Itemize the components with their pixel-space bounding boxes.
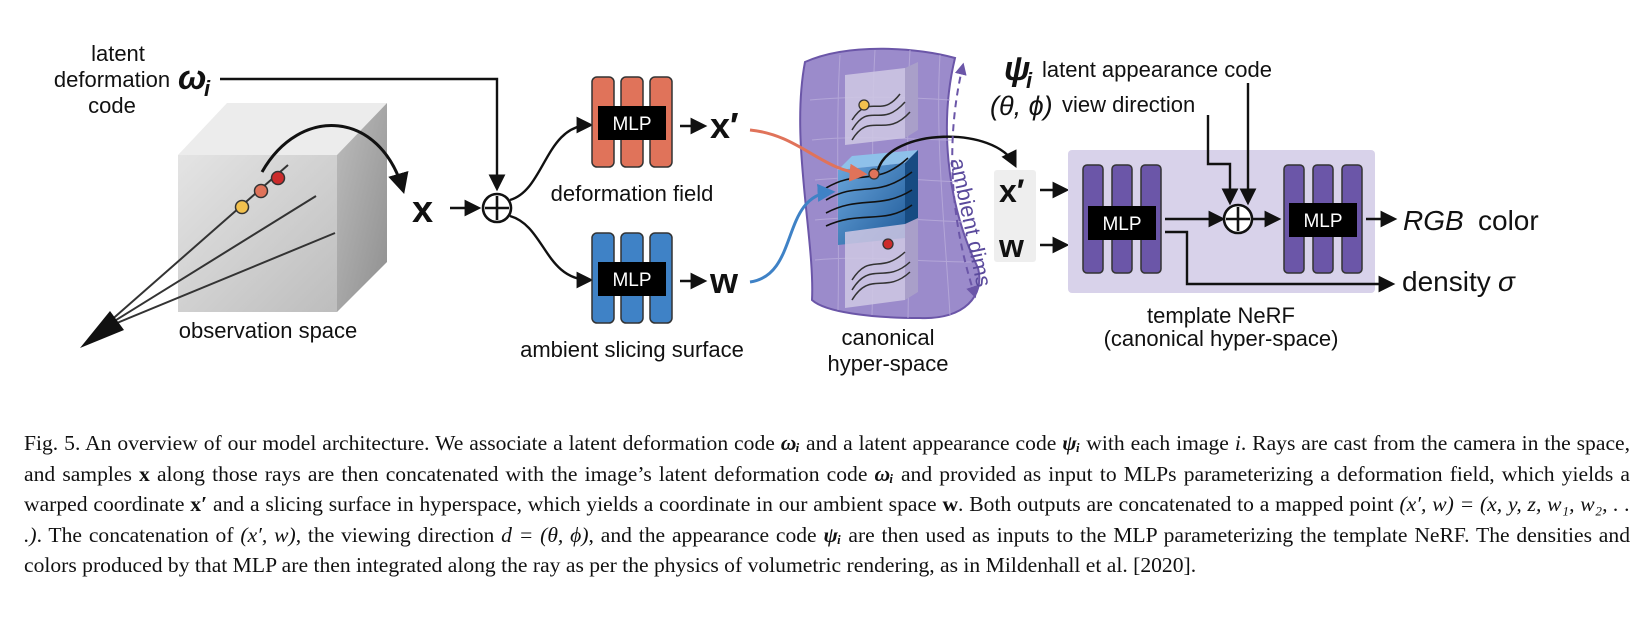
figure-caption: Fig. 5. An overview of our model archite… [24,428,1630,581]
caption-text: . The concatenation of [36,522,241,547]
omega-symbol: ω [178,59,206,97]
sample-point-orange [253,183,269,199]
concat-plus-icon [481,192,513,224]
density-output-label: density [1402,266,1491,297]
psi-subscript: i [1026,68,1033,93]
w-to-hyperspace-arrow [749,183,836,284]
latent-deformation-code: latent deformation code ω i [54,41,211,118]
psi-symbol: ψ [1004,50,1030,88]
samples-to-x-arrow [260,124,409,195]
architecture-diagram: latent deformation code ω i observation … [54,41,1539,376]
caption-psi: ψᵢ [1062,431,1081,455]
caption-pair: (x′, w) [240,522,296,547]
caption-text: and a latent appearance code [800,431,1063,455]
camera-icon [80,311,124,348]
hyperspace-sample-red [882,238,894,250]
template-input-box [994,170,1036,262]
omega-subscript: i [204,76,211,101]
template-nerf-sublabel: (canonical hyper-space) [1104,326,1339,351]
omega-to-concat-arrow [220,77,506,192]
latent-deformation-label-line2: deformation [54,67,170,92]
x-input-symbol: x [412,189,433,231]
caption-mapped-point: (x′, w) = (x, y, z, w₁, w₂, . . .) [24,492,1630,547]
template-nerf-label: template NeRF [1147,303,1295,328]
latent-deformation-label-line1: latent [91,41,145,66]
canonical-hyper-space [799,47,981,320]
slicing-surface-mlp: MLP [591,232,673,324]
latent-deformation-label-line3: code [88,93,136,118]
concat-to-slicing-arrow [509,214,594,289]
caption-text: , the viewing direction [295,522,502,547]
hyperspace-sample-yellow [858,99,870,111]
caption-text: . Both outputs are concatenated to a map… [958,492,1400,516]
caption-text: , and the appearance code [588,522,824,547]
caption-text: with each image [1080,431,1235,455]
caption-text: along those rays are then concatenated w… [149,461,875,486]
deformation-mlp-label: MLP [612,114,651,135]
ambient-dims-axis [951,62,978,299]
hyperspace-sample-orange [868,168,880,180]
slicing-mlp-label: MLP [612,270,651,291]
caption-omega: ωᵢ [780,431,801,455]
caption-omega: ωᵢ [874,461,894,486]
rgb-output-symbol: RGB [1403,205,1464,236]
sample-point-yellow [234,199,250,215]
view-direction-arrow [1206,115,1239,206]
template-input-x-prime: x′ [999,173,1025,209]
caption-text: and provided as input to MLPs parameteri… [24,461,1631,517]
hyperspace-to-template-arrow [876,135,1017,171]
view-direction-label: view direction [1062,92,1195,117]
caption-text: are then used as inputs to the MLP param… [24,522,1630,578]
caption-text: Fig. 5. An overview of our model archite… [24,431,781,455]
observation-space-label: observation space [179,318,358,343]
density-output-symbol: σ [1498,266,1516,297]
caption-x: x [139,461,150,486]
rgb-output-suffix: color [1478,205,1539,236]
caption-i: i [1234,431,1241,455]
template-nerf-mlp-1: MLP [1082,164,1162,274]
caption-text: . Rays are cast from the camera in the s… [24,431,1631,486]
template-nerf-mlp-2: MLP [1283,164,1363,274]
deformation-field-label: deformation field [551,181,714,206]
nerf-mlp1-label: MLP [1102,214,1141,235]
view-direction-symbol: (θ, ϕ) [990,91,1053,121]
template-input-w: w [998,228,1024,264]
w-output: w [709,260,739,301]
canonical-label-line1: canonical [842,325,935,350]
sample-point-red [270,170,286,186]
canonical-label-line2: hyper-space [827,351,948,376]
concat-to-deformation-arrow [509,116,594,202]
caption-w: w [942,492,959,516]
ambient-slicing-surface-label: ambient slicing surface [520,337,744,362]
caption-psi: ψᵢ [823,522,842,547]
latent-appearance-code-label: latent appearance code [1042,57,1272,82]
density-output-arrow [1165,230,1396,293]
caption-text: and a slicing surface in hyperspace, whi… [207,492,943,516]
caption-x-prime: x′ [190,492,208,516]
observation-space-cube [80,103,409,348]
deformation-mlp: MLP [591,76,673,168]
x-prime-output: x′ [710,105,739,146]
nerf-mlp2-label: MLP [1303,211,1342,232]
nerf-concat-plus-icon [1222,203,1254,235]
caption-view-direction: d = (θ, ϕ) [501,522,589,547]
x-prime-to-hyperspace-arrow [749,128,868,182]
